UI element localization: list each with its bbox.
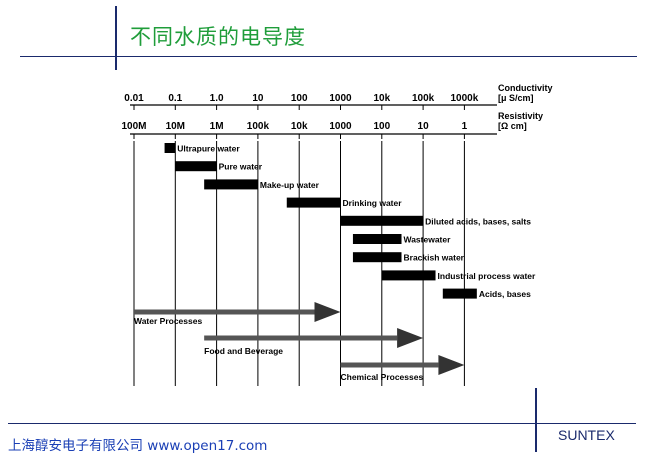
- resistivity-axis-unit: [Ω cm]: [498, 121, 527, 131]
- conductivity-tick-label: 10k: [373, 93, 390, 104]
- process-arrow-shaft: [134, 309, 315, 315]
- conductivity-tick-label: 0.01: [124, 93, 144, 104]
- process-arrow-head: [397, 328, 424, 348]
- resistivity-tick-label: 10M: [166, 121, 185, 132]
- range-bar-label: Acids, bases: [479, 289, 531, 299]
- resistivity-tick-label: 100M: [121, 121, 146, 132]
- range-bar: [286, 197, 341, 208]
- range-bar-label: Industrial process water: [438, 271, 536, 281]
- range-bar: [352, 252, 402, 263]
- title-horizontal-rule: [20, 56, 637, 57]
- range-bar: [381, 270, 436, 281]
- company-name: 上海醇安电子有限公司 www.open17.com: [8, 438, 268, 454]
- process-arrow-label: Food and Beverage: [204, 346, 283, 356]
- process-arrow-head: [314, 302, 341, 322]
- process-arrow-label: Water Processes: [134, 316, 202, 326]
- conductivity-tick-label: 100k: [412, 93, 435, 104]
- range-bar-label: Brackish water: [404, 253, 465, 263]
- conductivity-tick-label: 1.0: [210, 93, 224, 104]
- range-bar: [175, 161, 217, 172]
- range-bar-label: Make-up water: [260, 180, 320, 190]
- footer-horizontal-rule: [8, 423, 636, 424]
- conductivity-tick-label: 1000k: [450, 93, 478, 104]
- conductivity-axis-unit: [μ S/cm]: [498, 93, 534, 103]
- range-bar: [340, 215, 424, 226]
- range-bar-label: Diluted acids, bases, salts: [425, 216, 531, 226]
- resistivity-tick-label: 1M: [210, 121, 224, 132]
- resistivity-axis-title: Resistivity: [498, 111, 543, 121]
- resistivity-tick-label: 10: [418, 121, 430, 132]
- range-bar: [352, 234, 402, 244]
- footer-vertical-rule: [535, 388, 537, 452]
- process-arrow-shaft: [204, 335, 398, 341]
- resistivity-tick-label: 100k: [247, 121, 270, 132]
- range-bar-label: Pure water: [219, 162, 263, 172]
- conductivity-tick-label: 100: [291, 93, 308, 104]
- resistivity-tick-label: 1: [462, 121, 468, 132]
- range-bar: [442, 288, 477, 299]
- conductivity-tick-label: 10: [252, 93, 264, 104]
- resistivity-tick-label: 100: [373, 121, 390, 132]
- conductivity-tick-label: 0.1: [168, 93, 182, 104]
- process-arrow-label: Chemical Processes: [341, 372, 424, 382]
- brand-name: SUNTEX: [558, 427, 615, 443]
- process-arrow-head: [438, 355, 465, 375]
- range-bar-label: Ultrapure water: [177, 144, 240, 154]
- conductivity-tick-label: 1000: [329, 93, 352, 104]
- conductivity-axis-title: Conductivity: [498, 83, 553, 93]
- resistivity-tick-label: 10k: [291, 121, 308, 132]
- title-vertical-rule: [115, 6, 117, 70]
- resistivity-tick-label: 1000: [329, 121, 352, 132]
- slide-title: 不同水质的电导度: [130, 25, 306, 49]
- range-bar: [164, 143, 176, 153]
- process-arrow-shaft: [340, 362, 439, 368]
- range-bar-label: Wastewater: [404, 235, 452, 245]
- range-bar: [204, 179, 258, 190]
- range-bar-label: Drinking water: [343, 198, 403, 208]
